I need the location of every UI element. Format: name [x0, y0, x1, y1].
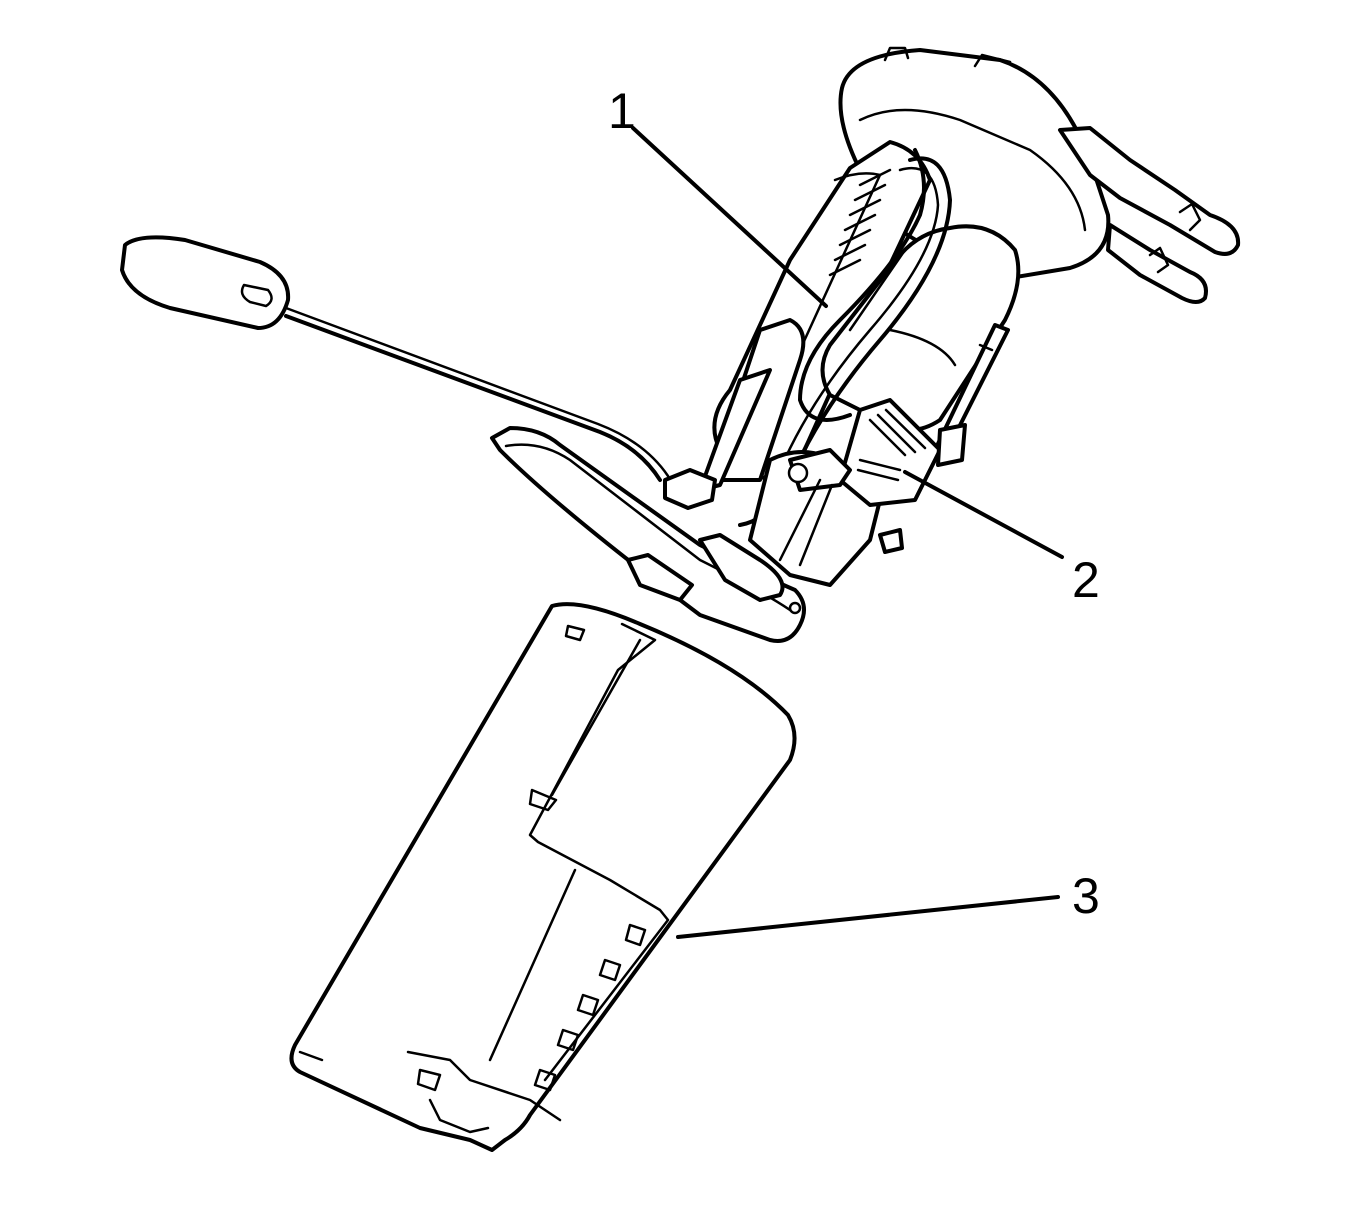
- callout-1: 1: [608, 83, 636, 139]
- callout-2: 2: [1072, 552, 1100, 608]
- fuel-level-sender-float: [120, 235, 670, 482]
- callout-3: 3: [1072, 868, 1100, 924]
- callout-leaders: [631, 126, 1064, 939]
- lower-bracket: [490, 426, 806, 643]
- leader-line-3: [676, 895, 1060, 939]
- leader-line-2: [903, 470, 1064, 559]
- pump-module-body: [663, 46, 1241, 602]
- leader-line-1: [631, 126, 828, 308]
- reservoir-canister: [289, 602, 797, 1152]
